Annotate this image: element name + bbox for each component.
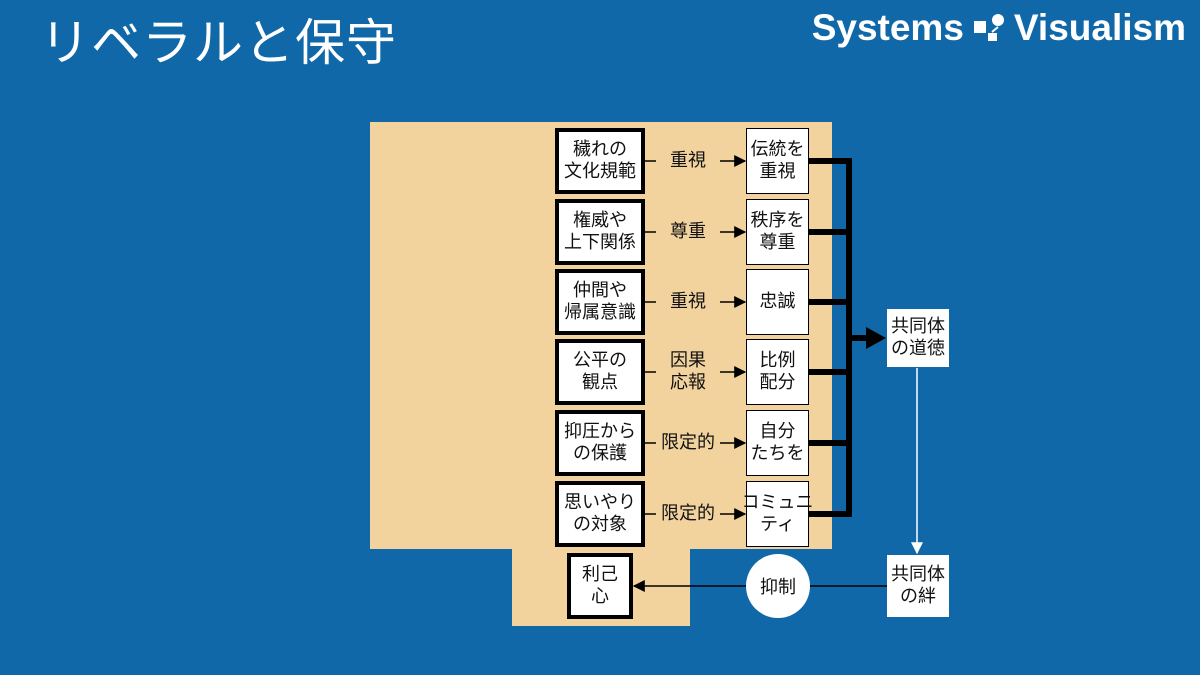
target-node-4: 比例 配分 (746, 339, 809, 405)
relation-label-3: 重視 (670, 291, 706, 312)
relation-label-2: 尊重 (670, 221, 706, 242)
flow-logo-icon (973, 14, 1004, 41)
source-node-3: 仲間や 帰属意識 (555, 269, 645, 335)
source-node-5: 抑圧から の保護 (555, 410, 645, 476)
target-line: 秩序を (750, 210, 805, 231)
source-node-4: 公平の 観点 (555, 339, 645, 405)
relation-label-6: 限定的 (661, 503, 715, 524)
target-node-3: 忠誠 (746, 269, 809, 335)
source-line: 抑圧から (564, 421, 636, 442)
target-line: 配分 (759, 372, 796, 393)
source-line: 文化規範 (564, 161, 636, 182)
target-line: 忠誠 (759, 291, 796, 312)
target-node-2: 秩序を 尊重 (746, 199, 809, 265)
target-line: 自分 (759, 421, 796, 442)
relation-label-1: 重視 (670, 150, 706, 171)
target-node-1: 伝統を 重視 (746, 128, 809, 194)
target-line: 比例 (759, 350, 796, 371)
source-node-1: 穢れの 文化規範 (555, 128, 645, 194)
suppress-node: 抑制 (746, 554, 810, 618)
relation-label-5: 限定的 (661, 432, 715, 453)
bundle-arrowhead (866, 327, 886, 349)
source-line: 権威や (573, 210, 627, 231)
source-node-6: 思いやり の対象 (555, 481, 645, 547)
target-line: コミュニ (741, 492, 814, 513)
target-node-6: コミュニ ティ (742, 481, 814, 547)
source-line: 思いやり (564, 492, 636, 513)
brand-logo: Systems Visualism (812, 6, 1186, 50)
target-line: 伝統を (750, 139, 805, 160)
selfishness-node: 利己 心 (567, 553, 633, 619)
community-morality-node: 共同体 の道徳 (887, 309, 949, 367)
bundle-connector (809, 158, 868, 517)
source-line: 仲間や (573, 280, 627, 301)
brand-text-right: Visualism (1013, 7, 1186, 48)
source-line: 穢れの (573, 139, 627, 160)
brand-text-left: Systems (811, 7, 964, 48)
community-bond-node: 共同体 の絆 (887, 555, 949, 617)
relation-label-4: 因果 応報 (670, 350, 706, 393)
target-line: たちを (750, 443, 805, 464)
target-line: 重視 (759, 161, 796, 182)
source-line: 観点 (582, 372, 618, 393)
source-line: 上下関係 (564, 232, 636, 253)
source-node-2: 権威や 上下関係 (555, 199, 645, 265)
source-line: 帰属意識 (564, 302, 636, 323)
source-line: 公平の (573, 350, 627, 371)
target-node-5: 自分 たちを (746, 410, 809, 476)
target-line: 尊重 (759, 232, 796, 253)
source-line: の対象 (573, 514, 627, 535)
page-title: リベラルと保守 (40, 14, 397, 72)
target-line: ティ (760, 514, 795, 535)
source-line: の保護 (573, 443, 627, 464)
